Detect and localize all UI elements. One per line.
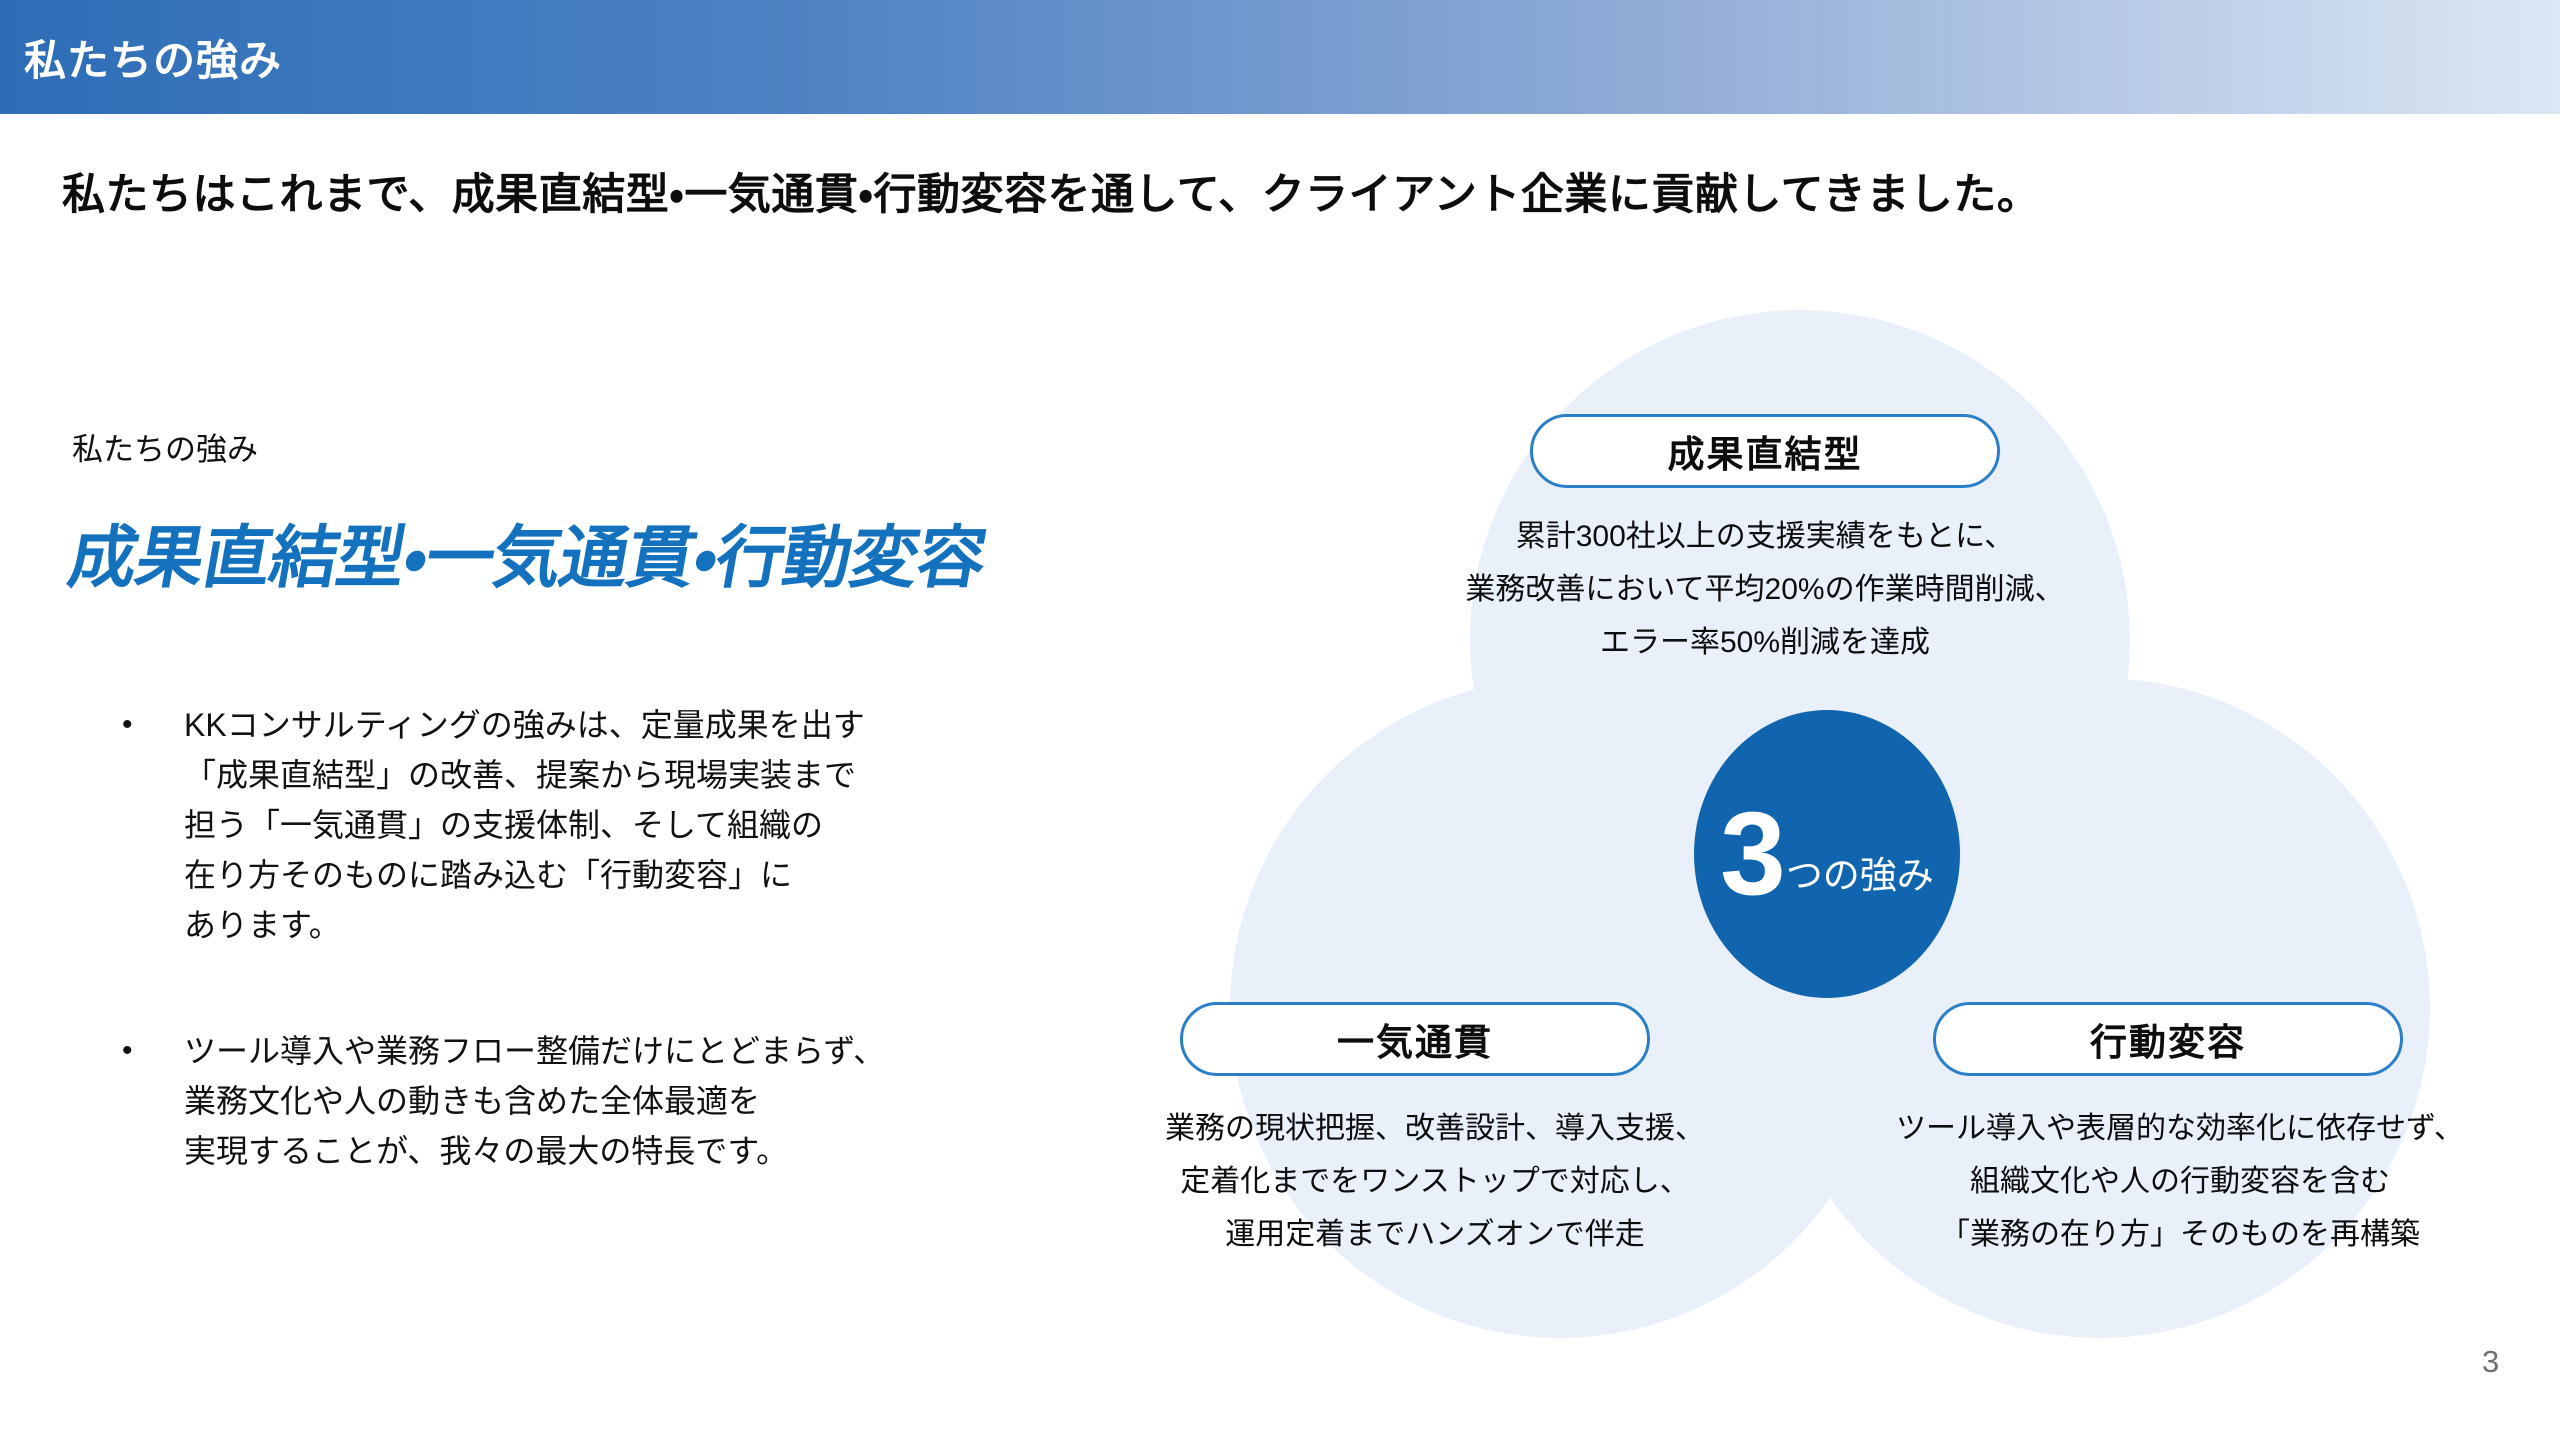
bullet-text: KKコンサルティングの強みは、定量成果を出す 「成果直結型」の改善、提案から現場… <box>184 707 865 943</box>
venn-description-end-to-end: 業務の現状把握、改善設計、導入支援、 定着化までをワンストップで対応し、 運用定… <box>1165 1112 1705 1251</box>
venn-label-pill-end-to-end: 一気通貫 <box>1180 1002 1650 1076</box>
bullet-list: • KKコンサルティングの強みは、定量成果を出す 「成果直結型」の改善、提案から… <box>122 700 1082 1252</box>
slide-header-title: 私たちの強み <box>24 36 283 84</box>
venn-center-circle: 3 つの強み <box>1694 710 1960 998</box>
key-strengths-headline: 成果直結型・一気通貫・行動変容 <box>62 520 992 596</box>
venn-description-results: 累計300社以上の支援実績をもとに、 業務改善において平均20%の作業時間削減、… <box>1465 520 2065 659</box>
intro-sentence: 私たちはこれまで、成果直結型・一気通貫・行動変容を通して、クライアント企業に貢献… <box>62 171 2041 219</box>
venn-center-suffix: つの強み <box>1785 855 1934 896</box>
bullet-text: ツール導入や業務フロー整備だけにとどまらず、 業務文化や人の動きも含めた全体最適… <box>184 1033 886 1169</box>
venn-label-pill-results: 成果直結型 <box>1530 414 2000 488</box>
section-label: 私たちの強み <box>72 432 258 467</box>
bullet-item: • ツール導入や業務フロー整備だけにとどまらず、 業務文化や人の動きも含めた全体… <box>122 1026 1082 1176</box>
bullet-marker: • <box>122 1034 133 1067</box>
venn-label-pill-behavior-change: 行動変容 <box>1933 1002 2403 1076</box>
slide-header-bar: 私たちの強み <box>0 0 2560 114</box>
bullet-item: • KKコンサルティングの強みは、定量成果を出す 「成果直結型」の改善、提案から… <box>122 700 1082 950</box>
venn-description-behavior-change: ツール導入や表層的な効率化に依存せず、 組織文化や人の行動変容を含む 「業務の在… <box>1896 1112 2464 1251</box>
page-number: 3 <box>2482 1344 2500 1379</box>
bullet-marker: • <box>122 708 133 741</box>
venn-center-number: 3 <box>1720 788 1786 920</box>
